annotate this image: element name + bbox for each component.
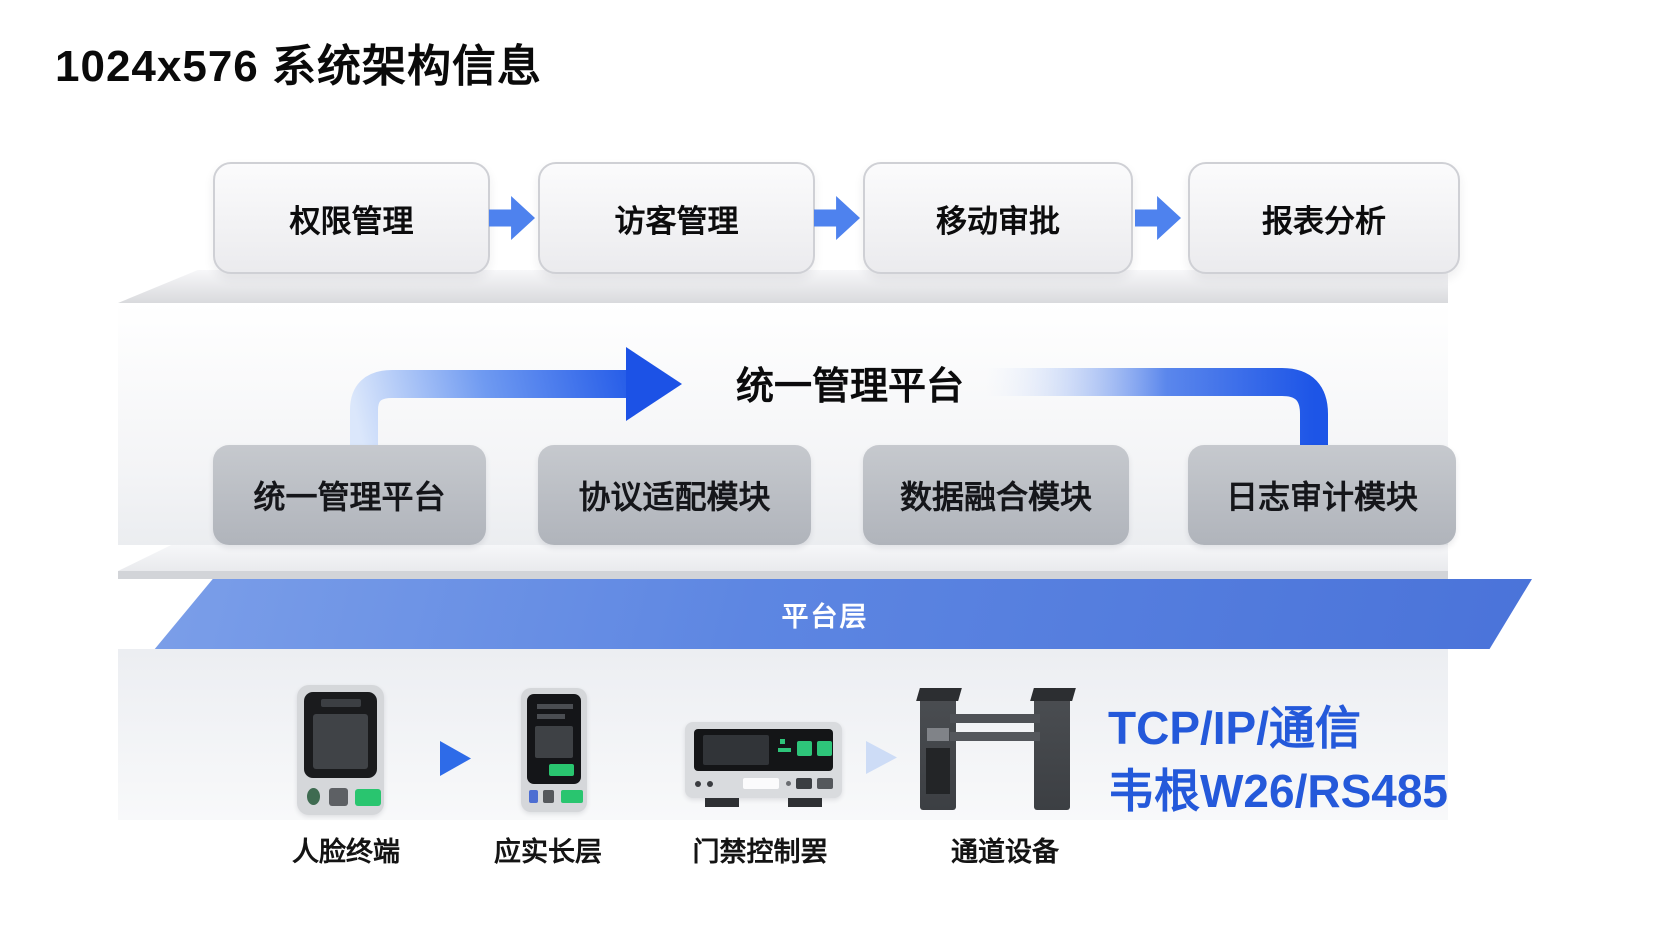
face-terminal-icon: [297, 685, 384, 815]
platform-layer-banner: 平台层: [154, 579, 1532, 649]
access-controller-icon: [685, 722, 842, 807]
app-module-permission: 权限管理: [213, 162, 490, 274]
platform-module-unified: 统一管理平台: [213, 445, 486, 545]
device-label-turnstile: 通道设备: [951, 837, 1059, 867]
left-flow-arrow-line: [350, 370, 626, 452]
right-flow-line: [985, 368, 1328, 452]
platform-module-log-audit: 日志审计模块: [1188, 445, 1456, 545]
device-label-face-terminal: 人脸终端: [292, 837, 400, 867]
turnstile-gate-icon: [916, 688, 1076, 810]
application-layer-shelf: [118, 270, 1448, 303]
app-module-report: 报表分析: [1188, 162, 1460, 274]
device-label-access-controller: 门禁控制罢: [692, 837, 828, 867]
device-label-terminal-2: 应实长层: [494, 837, 602, 867]
left-flow-arrowhead: [626, 347, 682, 421]
platform-module-data-fusion: 数据融合模块: [863, 445, 1129, 545]
unified-platform-title: 统一管理平台: [735, 366, 964, 408]
protocol-line-2: 韦根W26/RS485: [1108, 765, 1449, 817]
app-module-visitor: 访客管理: [538, 162, 815, 274]
platform-layer-shelf: [118, 545, 1448, 571]
platform-layer-banner-label: 平台层: [781, 601, 869, 632]
app-module-mobile-approval: 移动审批: [863, 162, 1133, 274]
protocol-line-1: TCP/IP/通信: [1108, 702, 1362, 754]
vertical-terminal-icon: [521, 688, 587, 812]
page-title: 1024x576 系统架构信息: [55, 42, 542, 91]
platform-module-protocol-adapter: 协议适配模块: [538, 445, 811, 545]
protocol-text: TCP/IP/通信 韦根W26/RS485: [1108, 703, 1448, 816]
platform-layer-shelf-edge: [118, 571, 1448, 579]
